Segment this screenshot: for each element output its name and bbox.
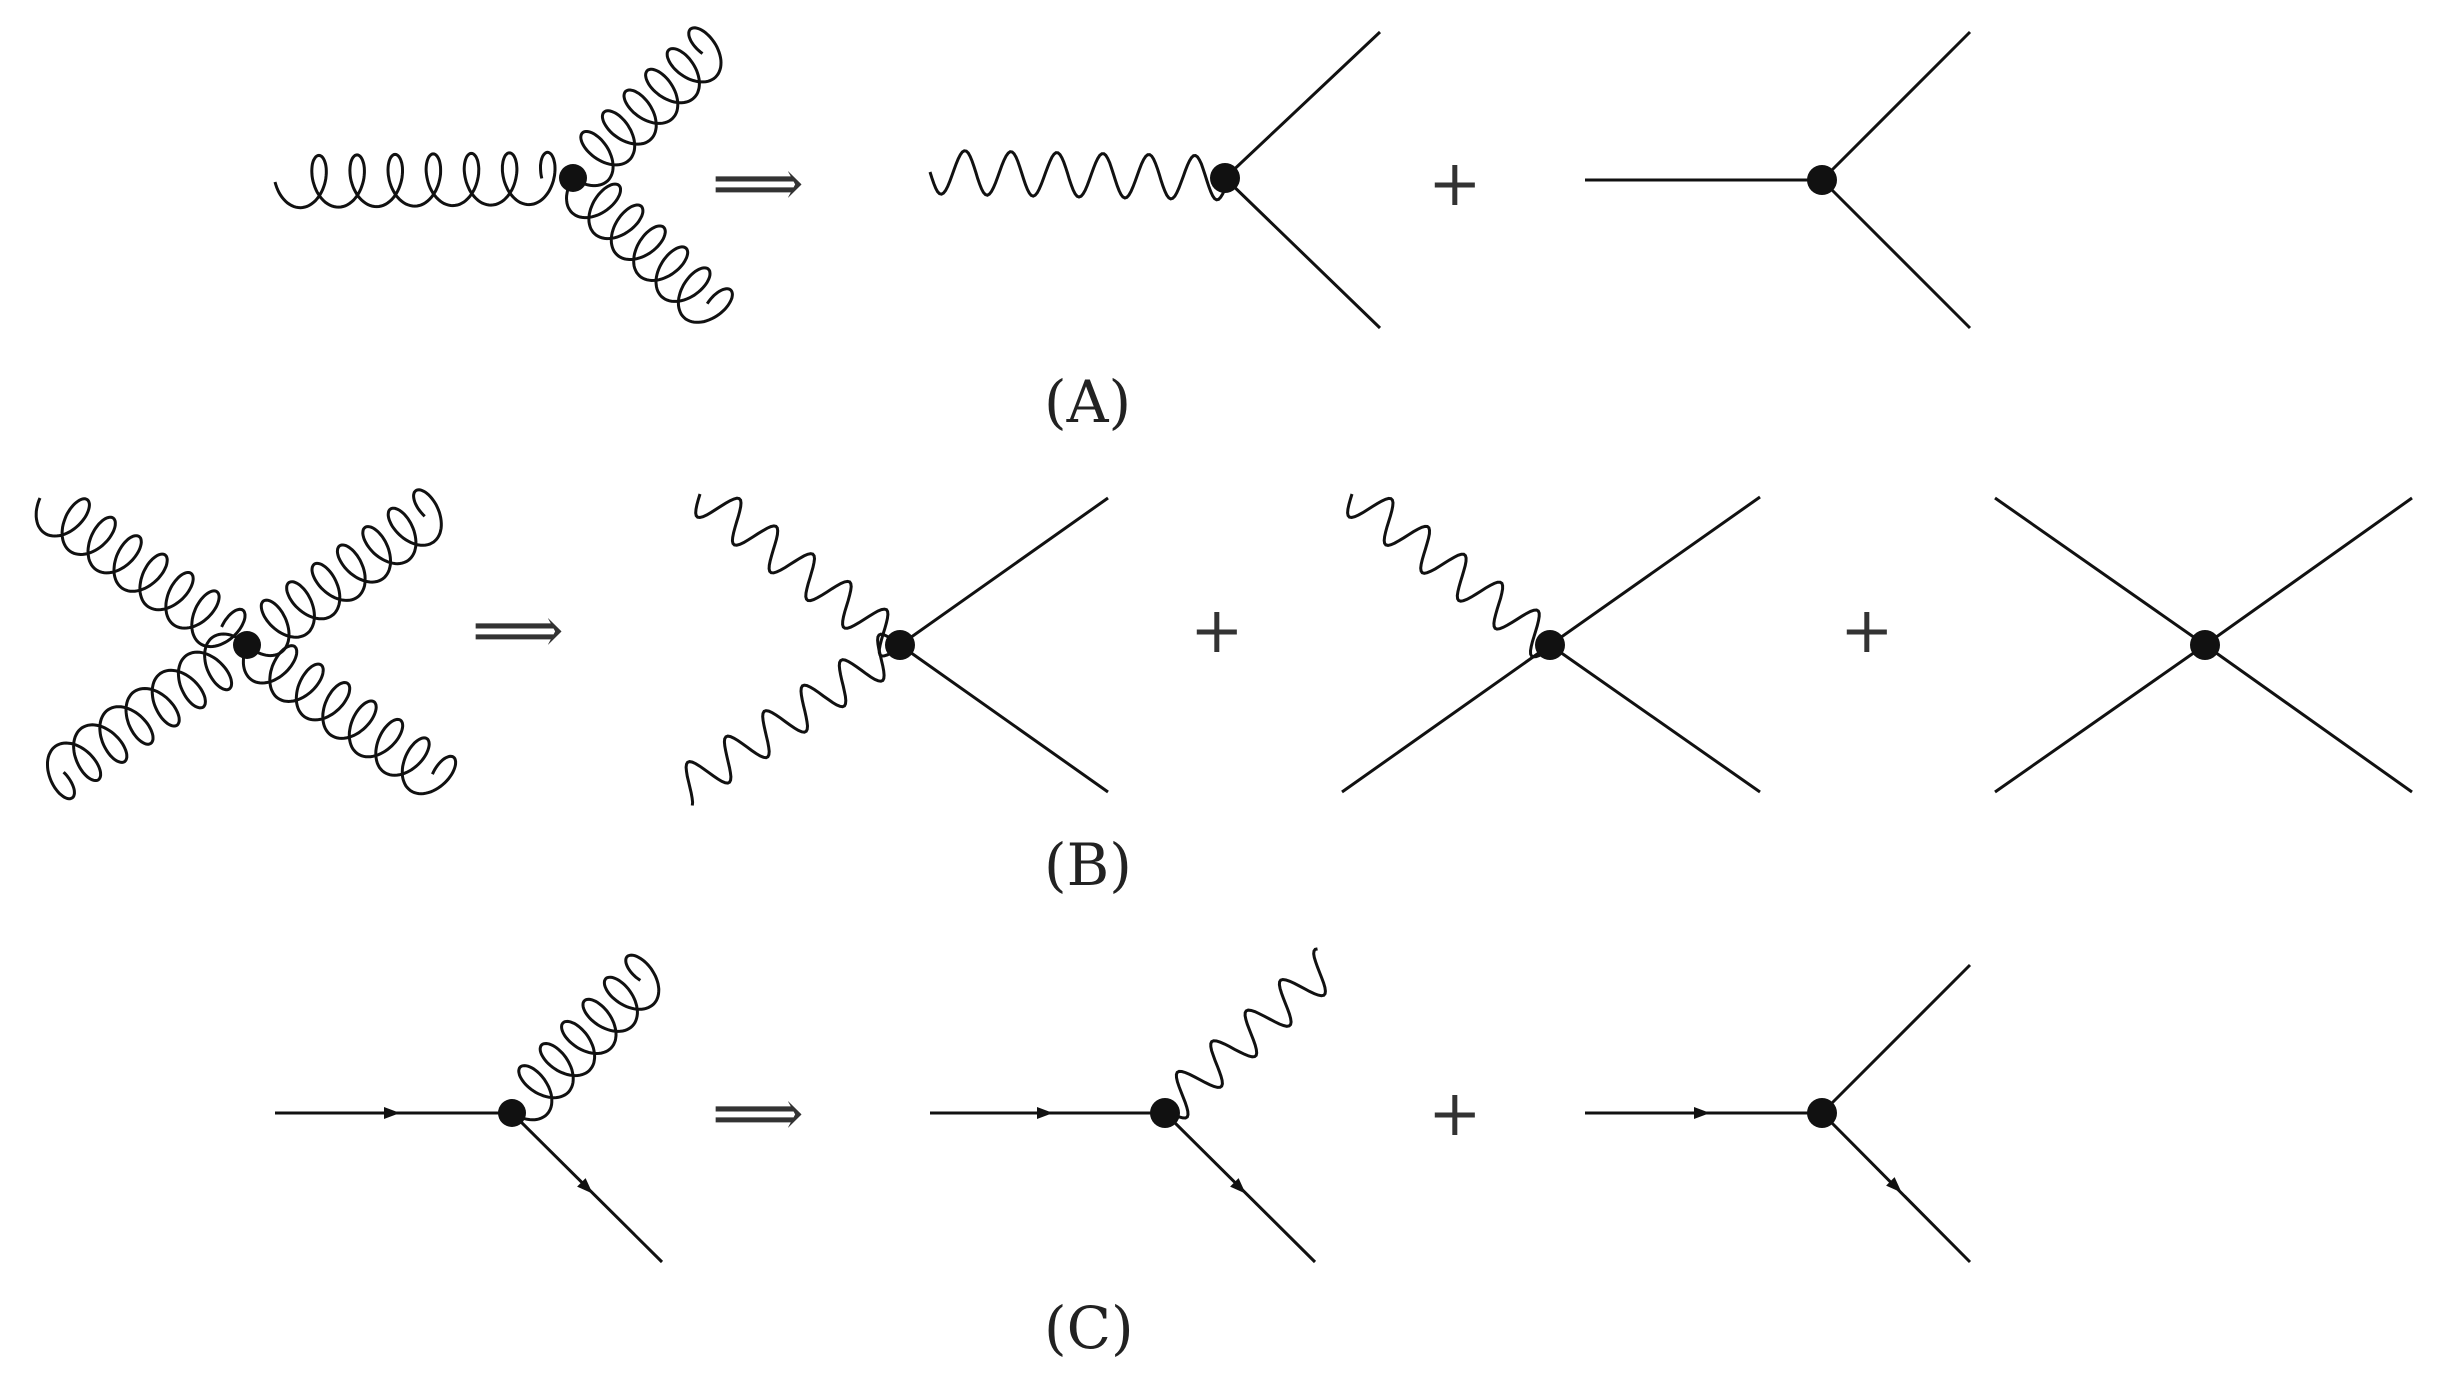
- implies-arrow: ⟹: [712, 147, 804, 221]
- arrow-head-icon: [1694, 1107, 1710, 1119]
- vertex-dot: [1150, 1098, 1180, 1128]
- solid-four-vertex-b: [1994, 496, 2413, 794]
- vertex-dot: [498, 1099, 526, 1127]
- line-b1-down: [899, 643, 1109, 794]
- arrow-head-icon: [1037, 1107, 1053, 1119]
- implies-arrow: ⟹: [472, 594, 564, 668]
- line-b2-downright: [1549, 643, 1761, 794]
- panel-label-c: (C): [1044, 1294, 1134, 1362]
- line-a1-up: [1223, 30, 1382, 180]
- vertex-dot: [559, 164, 587, 192]
- line-a2-up: [1820, 30, 1972, 182]
- row-c: ⟹ + (C): [275, 947, 1972, 1362]
- line-b2-up: [1549, 495, 1761, 647]
- line-b3-downleft: [1994, 643, 2206, 794]
- line-a2-down: [1820, 178, 1972, 330]
- vertex-dot: [885, 630, 915, 660]
- panel-label-a: (A): [1044, 368, 1131, 436]
- vertex-dot: [233, 631, 261, 659]
- vertex-dot: [1807, 1098, 1837, 1128]
- panel-label-b: (B): [1044, 831, 1132, 899]
- row-b: ⟹ + + (B): [34, 488, 2413, 899]
- line-b3-downright: [2204, 643, 2413, 794]
- gluon-line-b-upleft: [34, 497, 247, 649]
- line-b1-up: [899, 496, 1109, 647]
- solid-three-vertex-a: [1585, 30, 1972, 330]
- gluon-line-b-downright: [241, 644, 458, 796]
- plus-sign: +: [1428, 147, 1482, 221]
- arrow-head-icon: [384, 1107, 400, 1119]
- line-b3-upleft: [1994, 496, 2206, 647]
- wavy-line-b2: [1346, 493, 1545, 659]
- row-a: ⟹ + (A): [273, 26, 1972, 436]
- gluon-line-a-down: [564, 177, 734, 324]
- implies-arrow: ⟹: [712, 1077, 804, 1151]
- vertex-dot: [1210, 163, 1240, 193]
- line-b3-upright: [2204, 496, 2413, 647]
- line-c2-up: [1820, 963, 1972, 1115]
- quark-photon-vertex-c: [930, 947, 1327, 1264]
- plus-sign: +: [1428, 1077, 1482, 1151]
- wavy-line-b1-down: [684, 632, 901, 806]
- vertex-dot: [1535, 630, 1565, 660]
- quark-solid-vertex-c: [1585, 963, 1972, 1264]
- gluon-line-b-upright: [246, 488, 443, 658]
- plus-sign: +: [1190, 594, 1244, 668]
- gluon-four-vertex: [34, 488, 458, 801]
- quark-gluon-vertex: [275, 953, 664, 1264]
- vertex-dot: [2190, 630, 2220, 660]
- gluon-line-a-up: [572, 26, 723, 188]
- gluon-line-c: [511, 953, 661, 1122]
- wavy-line-b1-up: [694, 493, 897, 658]
- gluon-line-b-downleft: [46, 632, 249, 801]
- vertex-dot: [1807, 165, 1837, 195]
- arrow-head-icon: [1886, 1177, 1902, 1193]
- gluon-three-vertex: [273, 26, 734, 324]
- plus-sign: +: [1840, 594, 1894, 668]
- arrow-head-icon: [577, 1178, 593, 1194]
- gluon-line-a-left: [273, 150, 557, 210]
- line-a1-down: [1223, 176, 1382, 330]
- photon-four-line-vertex-b: [1341, 493, 1761, 794]
- wavy-line-a: [928, 149, 1227, 202]
- line-b2-downleft: [1341, 643, 1551, 794]
- photon-fermion-vertex-a: [928, 30, 1382, 330]
- two-photon-vertex-b: [684, 493, 1109, 806]
- arrow-head-icon: [1230, 1178, 1246, 1194]
- wavy-line-c1: [1164, 947, 1327, 1120]
